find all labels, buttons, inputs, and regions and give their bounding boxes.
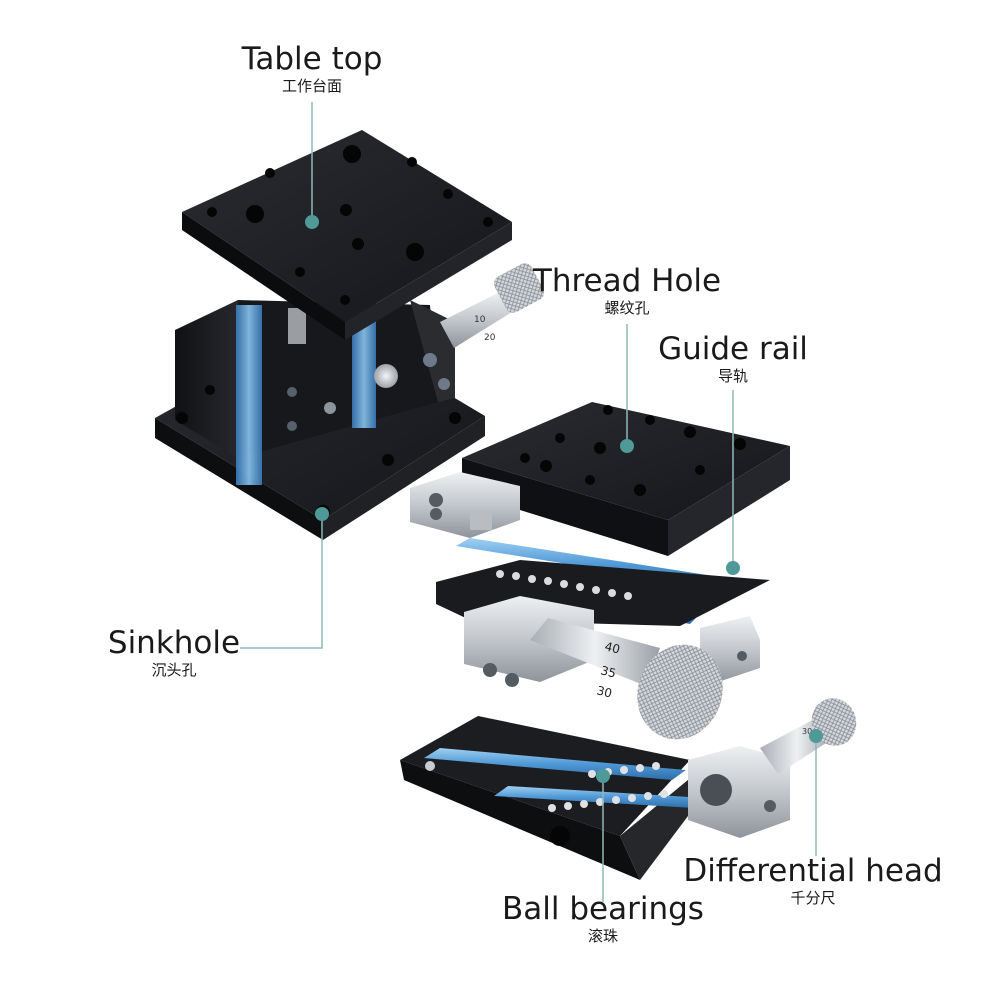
- xy-micrometer-scale-30: 30: [595, 683, 613, 700]
- z-base-front-right: [323, 416, 485, 540]
- label-ball-bearings-cn: 滚珠: [587, 927, 618, 945]
- xy-ball-bearings-upper: [496, 570, 632, 600]
- z-spring: [288, 308, 306, 344]
- label-guide-rail: Guide rail 导轨: [650, 334, 816, 384]
- z-micrometer: 10 20: [440, 263, 545, 348]
- dot-guide-rail: [726, 561, 740, 575]
- z-knob: [374, 364, 398, 388]
- z-body-left: [175, 300, 238, 458]
- label-differential-head-cn: 千分尺: [790, 889, 836, 907]
- xy-micrometer-scale-40: 40: [603, 639, 621, 656]
- label-thread-hole-en: Thread Hole: [532, 263, 722, 299]
- leader-sinkhole: [240, 516, 323, 649]
- xy-micrometer-knurl: [637, 644, 723, 740]
- z-guide-rail-right: [352, 318, 376, 428]
- xy-guide-rail-lower-1: [424, 748, 686, 780]
- z-screw-4: [287, 387, 297, 397]
- label-sinkhole-cn: 沉头孔: [151, 661, 197, 679]
- dot-thread-hole: [620, 439, 634, 453]
- xy-base-front: [400, 760, 640, 880]
- z-stage: 10 20: [155, 130, 545, 540]
- z-table-top-face: [182, 130, 512, 322]
- z-table-top-left-edge: [182, 212, 345, 340]
- z-screw-2: [423, 353, 437, 367]
- label-guide-rail-cn: 导轨: [717, 367, 748, 385]
- label-sinkhole: Sinkhole 沉头孔: [100, 628, 248, 678]
- z-screw-3: [438, 378, 450, 390]
- label-guide-rail-en: Guide rail: [658, 331, 808, 367]
- z-screw-5: [287, 421, 297, 431]
- z-table-top-right-edge: [345, 222, 512, 340]
- label-ball-bearings: Ball bearings 滚珠: [500, 894, 706, 944]
- label-table-top-cn: 工作台面: [281, 77, 342, 95]
- label-thread-hole-cn: 螺纹孔: [604, 299, 650, 317]
- dot-table-top: [305, 215, 319, 229]
- xy-top-block: [410, 472, 520, 538]
- xy-stage: 40 35 30 30: [400, 402, 857, 880]
- xy-table-top-front: [462, 458, 668, 556]
- label-ball-bearings-en: Ball bearings: [502, 891, 704, 927]
- xy-table-holes: [520, 405, 746, 496]
- dot-sinkhole: [315, 507, 329, 521]
- z-micrometer-scale-10: 10: [474, 315, 486, 325]
- xy-micrometer-scale-35: 35: [599, 663, 617, 680]
- callouts: [240, 102, 823, 902]
- label-thread-hole: Thread Hole 螺纹孔: [528, 266, 726, 316]
- z-guide-rail-left: [236, 305, 262, 485]
- xy-micrometer-barrel: [530, 618, 660, 686]
- z-table-holes: [207, 145, 493, 305]
- xy-table-top-right: [668, 446, 790, 556]
- z-screw-1: [324, 402, 336, 414]
- xy-base-top: [400, 716, 690, 836]
- xy-lower-micrometer-knurl: [811, 698, 857, 746]
- label-sinkhole-en: Sinkhole: [107, 625, 241, 661]
- dot-ball-bearings: [596, 769, 610, 783]
- z-micrometer-scale-20: 20: [484, 333, 496, 343]
- xy-guide-rail-lower-2: [494, 786, 706, 808]
- label-table-top-en: Table top: [241, 41, 383, 77]
- label-table-top: Table top 工作台面: [226, 44, 398, 94]
- xy-lower-block: [688, 746, 790, 838]
- label-differential-head-en: Differential head: [683, 853, 943, 889]
- xy-lower-micrometer-scale: 30: [802, 727, 812, 736]
- label-differential-head: Differential head 千分尺: [682, 856, 944, 906]
- xy-middle-block: [464, 596, 594, 682]
- xy-table-top-face: [462, 402, 790, 520]
- dot-differential-head: [809, 729, 823, 743]
